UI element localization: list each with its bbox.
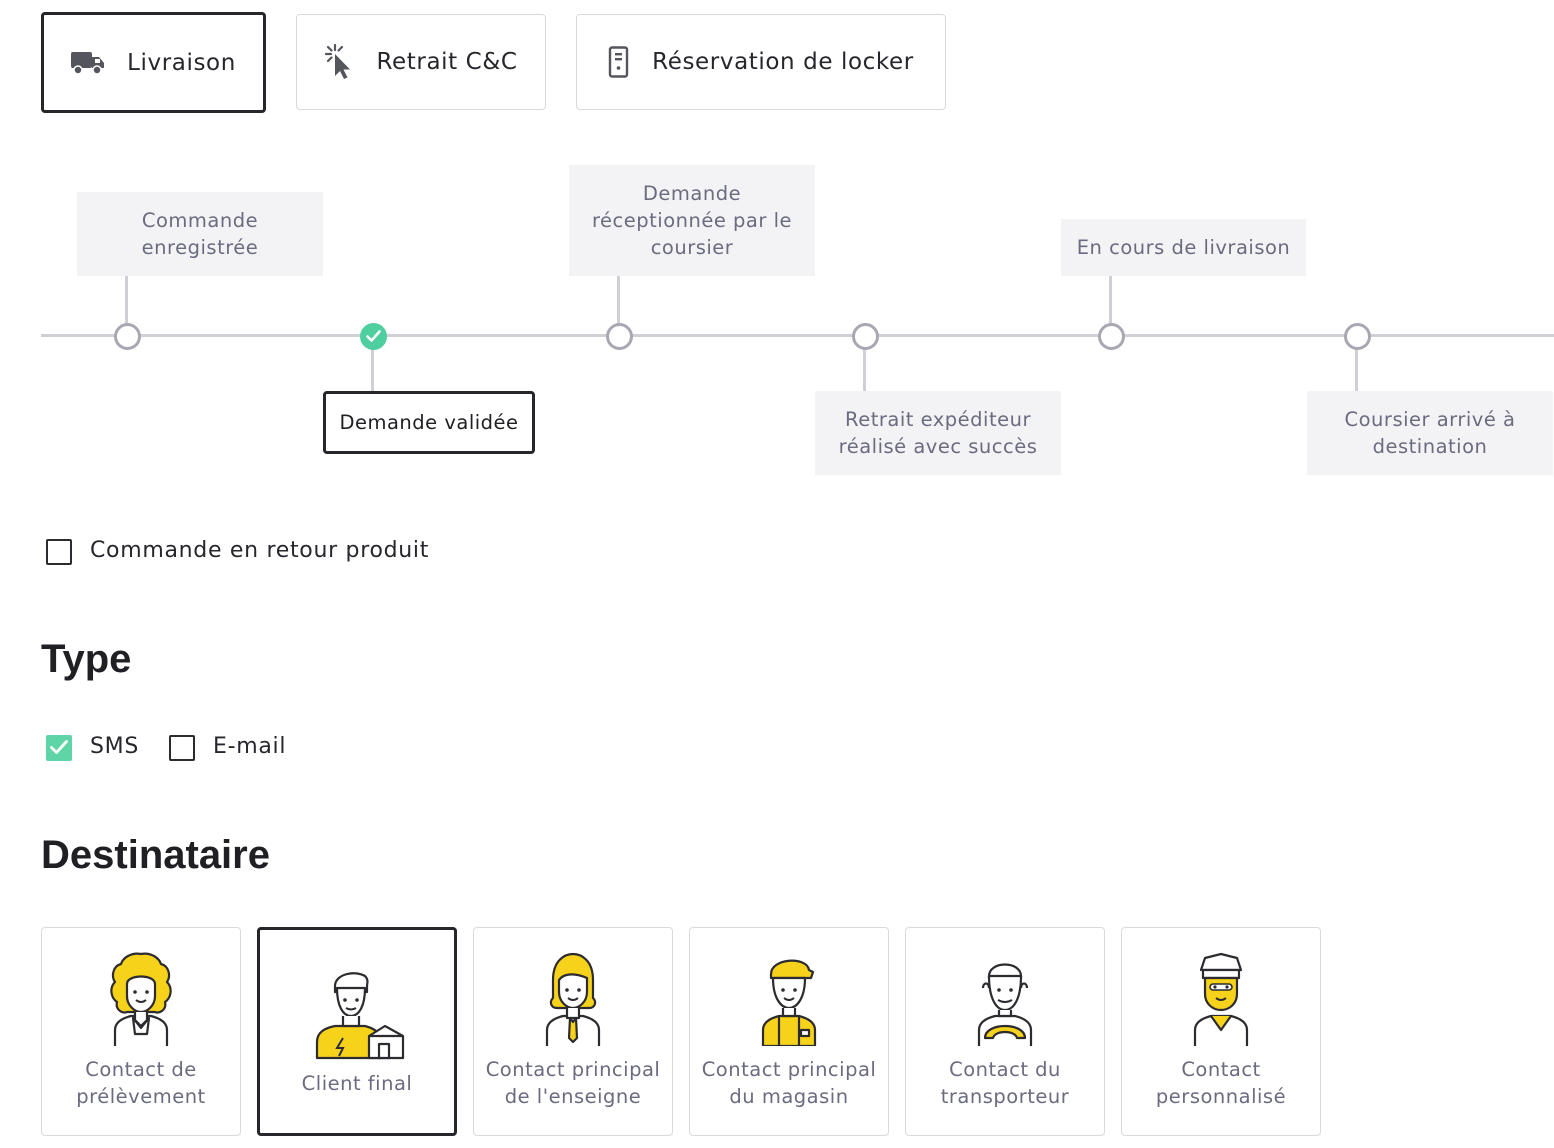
click-cursor-icon [324, 44, 354, 80]
timeline-label-text: Commande enregistrée [141, 209, 259, 259]
timeline-label-coursier-arrive[interactable]: Coursier arrivé à destination [1307, 391, 1553, 475]
checkmark-icon [50, 740, 68, 754]
timeline-stem [863, 348, 866, 391]
customer-with-package-icon [315, 972, 405, 1060]
timeline-label-commande-enregistree[interactable]: Commande enregistrée [77, 192, 323, 276]
recipient-card-contact-transporteur[interactable]: Contact du transporteur [905, 927, 1105, 1136]
recipient-card-label: Client final [301, 1072, 413, 1095]
sms-checkbox[interactable] [46, 735, 72, 761]
type-section-title: Type [41, 637, 132, 681]
return-order-label[interactable]: Commande en retour produit [90, 538, 430, 563]
sms-label[interactable]: SMS [90, 734, 140, 759]
timeline-label-en-cours-livraison[interactable]: En cours de livraison [1061, 219, 1306, 276]
recipient-card-contact-enseigne[interactable]: Contact principal de l'enseigne [473, 927, 673, 1136]
timeline-label-demande-receptionnee[interactable]: Demande réceptionnée par le coursier [569, 165, 815, 276]
timeline-label-text: Coursier arrivé à destination [1344, 408, 1516, 458]
timeline-node-en-cours-livraison[interactable] [1098, 323, 1125, 350]
recipient-card-contact-magasin[interactable]: Contact principal du magasin [689, 927, 889, 1136]
recipient-card-label: Contact principal du magasin [701, 1058, 877, 1108]
tab-livraison-label: Livraison [127, 49, 236, 76]
timeline-stem [1355, 348, 1358, 391]
recipient-card-label: Contact du transporteur [940, 1058, 1070, 1108]
timeline-label-demande-validee[interactable]: Demande validée [323, 391, 535, 454]
timeline-label-text: Retrait expéditeur réalisé avec succès [838, 408, 1038, 458]
timeline-stem [125, 276, 128, 324]
masked-hero-icon [1193, 952, 1249, 1046]
timeline-stem [1109, 276, 1112, 324]
timeline-node-demande-receptionnee[interactable] [606, 323, 633, 350]
timeline-label-text: Demande réceptionnée par le coursier [591, 182, 793, 259]
recipient-card-label: Contact principal de l'enseigne [485, 1058, 661, 1108]
timeline-node-demande-validee[interactable] [360, 323, 387, 350]
truck-icon [71, 51, 105, 75]
recipient-card-client-final[interactable]: Client final [257, 927, 457, 1136]
timeline-label-text: En cours de livraison [1076, 236, 1291, 259]
tab-livraison[interactable]: Livraison [41, 12, 266, 113]
timeline-node-commande-enregistree[interactable] [114, 323, 141, 350]
recipient-card-label: Contact de prélèvement [76, 1058, 206, 1108]
return-order-checkbox[interactable] [46, 539, 72, 565]
recipient-section-title: Destinataire [41, 833, 270, 877]
tab-reservation-locker-label: Réservation de locker [652, 49, 914, 75]
timeline-label-text: Demande validée [339, 411, 519, 434]
locker-icon [608, 46, 630, 78]
timeline-label-retrait-expediteur[interactable]: Retrait expéditeur réalisé avec succès [815, 391, 1061, 475]
timeline-node-coursier-arrive[interactable] [1344, 323, 1371, 350]
store-worker-cap-icon [761, 959, 817, 1046]
checkmark-icon [366, 330, 381, 342]
driver-steering-wheel-icon [977, 963, 1033, 1046]
curly-hair-person-icon [110, 952, 172, 1046]
email-label[interactable]: E-mail [213, 734, 287, 759]
recipient-card-contact-prelevement[interactable]: Contact de prélèvement [41, 927, 241, 1136]
timeline-track [41, 334, 1554, 337]
tab-retrait-cc-label: Retrait C&C [376, 49, 518, 75]
woman-with-tie-icon [545, 952, 601, 1046]
tab-retrait-cc[interactable]: Retrait C&C [296, 14, 546, 110]
timeline-stem [371, 348, 374, 391]
timeline-node-retrait-expediteur[interactable] [852, 323, 879, 350]
tab-reservation-locker[interactable]: Réservation de locker [576, 14, 946, 110]
timeline-stem [617, 276, 620, 324]
recipient-card-contact-personnalise[interactable]: Contact personnalisé [1121, 927, 1321, 1136]
recipient-card-label: Contact personnalisé [1155, 1058, 1287, 1108]
email-checkbox[interactable] [169, 735, 195, 761]
